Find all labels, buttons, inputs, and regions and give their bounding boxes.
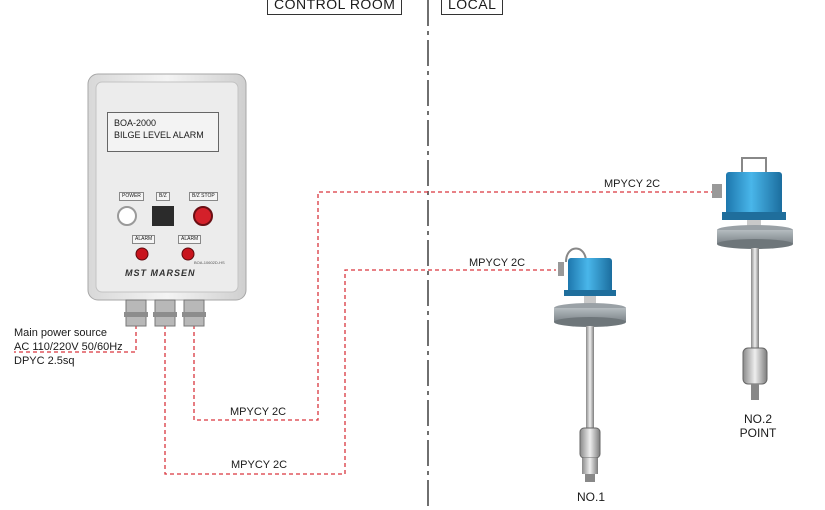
alarm-lamp-2 <box>181 247 195 261</box>
power-source-note: Main power source AC 110/220V 50/60Hz DP… <box>14 326 123 368</box>
power-source-line1: Main power source <box>14 327 107 339</box>
brand-logo: MST MARSEN <box>125 268 196 278</box>
sensor-no1-label: NO.1 <box>576 490 605 504</box>
power-lamp <box>117 206 137 226</box>
cable-top <box>193 191 712 421</box>
bz-label: B/Z <box>156 192 170 201</box>
bz-switch <box>152 206 174 226</box>
power-label: POWER <box>119 192 144 201</box>
alarm-lamp-1 <box>135 247 149 261</box>
cable-label-bottom1: MPYCY 2C <box>230 406 287 418</box>
bz-stop-button <box>193 206 213 226</box>
power-source-line2: AC 110/220V 50/60Hz <box>14 341 123 353</box>
sensor-no1 <box>554 247 626 482</box>
panel-model-title: BOA-2000 <box>114 118 157 128</box>
cable-lines <box>14 191 712 475</box>
power-source-line3: DPYC 2.5sq <box>14 355 75 367</box>
panel-title: BOA-2000 BILGE LEVEL ALARM <box>107 112 219 152</box>
panel-function-title: BILGE LEVEL ALARM <box>114 130 204 140</box>
sensor-no2-label: NO.2 POINT <box>738 412 778 440</box>
cable-label-top: MPYCY 2C <box>604 178 661 190</box>
sensor-no2-label-line1: NO.2 <box>743 412 772 426</box>
panel-model-number: BOA-10602D-HS <box>194 260 225 265</box>
alarm-label-1: ALARM <box>132 235 156 244</box>
local-label: LOCAL <box>441 0 504 15</box>
cable-power <box>14 325 137 353</box>
alarm-label-2: ALARM <box>178 235 202 244</box>
cable-mid <box>164 269 556 475</box>
control-room-label: CONTROL ROOM <box>267 0 403 15</box>
sensor-no2 <box>712 157 793 400</box>
sensor-no2-label-line2: POINT <box>739 426 777 440</box>
bz-stop-label: B/Z STOP <box>189 192 218 201</box>
cable-label-bottom2: MPYCY 2C <box>231 459 288 471</box>
cable-label-mid: MPYCY 2C <box>469 257 526 269</box>
